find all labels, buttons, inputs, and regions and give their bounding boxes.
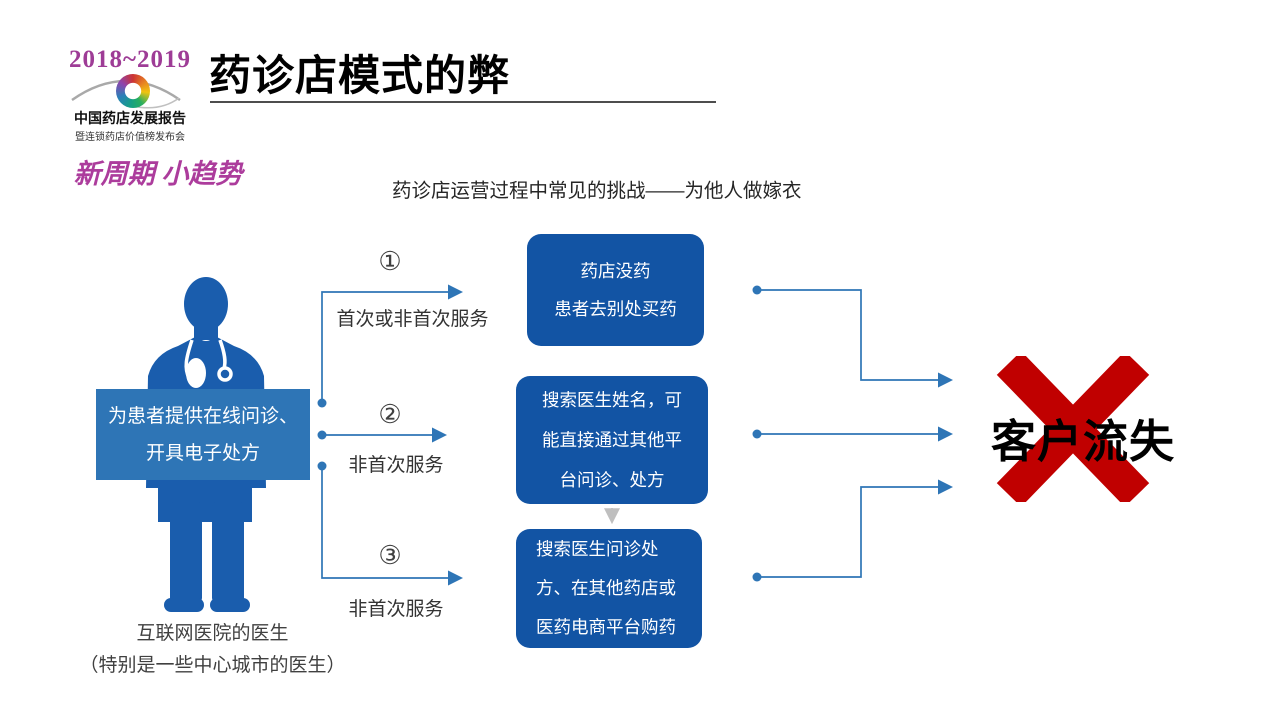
connector-result-1 bbox=[757, 289, 954, 388]
actor-role-line: 为患者提供在线问诊、 bbox=[107, 405, 298, 427]
diagram-subtitle: 药诊店运营过程中常见的挑战——为他人做嫁衣 bbox=[392, 180, 802, 202]
actor-role-line: 开具电子处方 bbox=[145, 442, 260, 464]
rainbow-swirl-icon bbox=[116, 74, 150, 108]
path-1-number: ① bbox=[378, 246, 402, 276]
doctor-head bbox=[184, 277, 228, 331]
outcome-box-2-line: 台问诊、处方 bbox=[559, 470, 665, 490]
outcome-box-2-line: 搜索医生姓名，可 bbox=[542, 390, 682, 410]
outcome-box-3-line: 搜索医生问诊处 bbox=[536, 539, 659, 559]
red-x-cross-icon bbox=[996, 356, 1150, 502]
doctor-left-foot bbox=[164, 598, 204, 612]
outcome-box-3-line: 医药电商平台购药 bbox=[536, 617, 676, 637]
outcome-box-3-line: 方、在其他药店或 bbox=[536, 578, 676, 598]
doctor-right-leg bbox=[212, 502, 244, 602]
doctor-left-leg bbox=[170, 502, 202, 602]
outcome-box-1-line: 药店没药 bbox=[580, 261, 651, 281]
brand-org-subtitle: 暨连锁药店价值榜发布会 bbox=[75, 132, 185, 143]
title-underline bbox=[210, 101, 716, 103]
actor-caption-line: （特别是一些中心城市的医生） bbox=[79, 655, 346, 676]
path-3-number: ③ bbox=[378, 540, 402, 570]
actor-caption: 互联网医院的医生 （特别是一些中心城市的医生） bbox=[55, 618, 370, 682]
page-title: 药诊店模式的弊 bbox=[209, 52, 511, 99]
brand-years: 2018~2019 bbox=[68, 46, 191, 73]
path-3-label: 非首次服务 bbox=[348, 599, 444, 620]
connector-result-3 bbox=[757, 479, 954, 578]
actor-caption-line: 互联网医院的医生 bbox=[136, 623, 289, 644]
brand-org-title: 中国药店发展报告 bbox=[74, 110, 186, 126]
doctor-neck bbox=[194, 324, 218, 340]
path-2-label: 非首次服务 bbox=[348, 455, 444, 476]
outcome-box-2: 搜索医生姓名，可 能直接通过其他平 台问诊、处方 bbox=[516, 376, 708, 504]
brand-slogan: 新周期 小趋势 bbox=[73, 159, 243, 189]
actor-role-box: 为患者提供在线问诊、 开具电子处方 bbox=[96, 389, 310, 480]
outcome-box-2-line: 能直接通过其他平 bbox=[542, 430, 682, 450]
doctor-right-foot bbox=[210, 598, 250, 612]
path-1-label: 首次或非首次服务 bbox=[336, 309, 489, 330]
outcome-box-1-line: 患者去别处买药 bbox=[554, 299, 677, 319]
outcome-box-3: 搜索医生问诊处 方、在其他药店或 医药电商平台购药 bbox=[516, 529, 702, 648]
outcome-box-1: 药店没药 患者去别处买药 bbox=[527, 234, 704, 346]
stethoscope-icon bbox=[184, 339, 233, 388]
path-2-number: ② bbox=[378, 399, 402, 429]
result-label: 客户流失 bbox=[990, 416, 1175, 467]
